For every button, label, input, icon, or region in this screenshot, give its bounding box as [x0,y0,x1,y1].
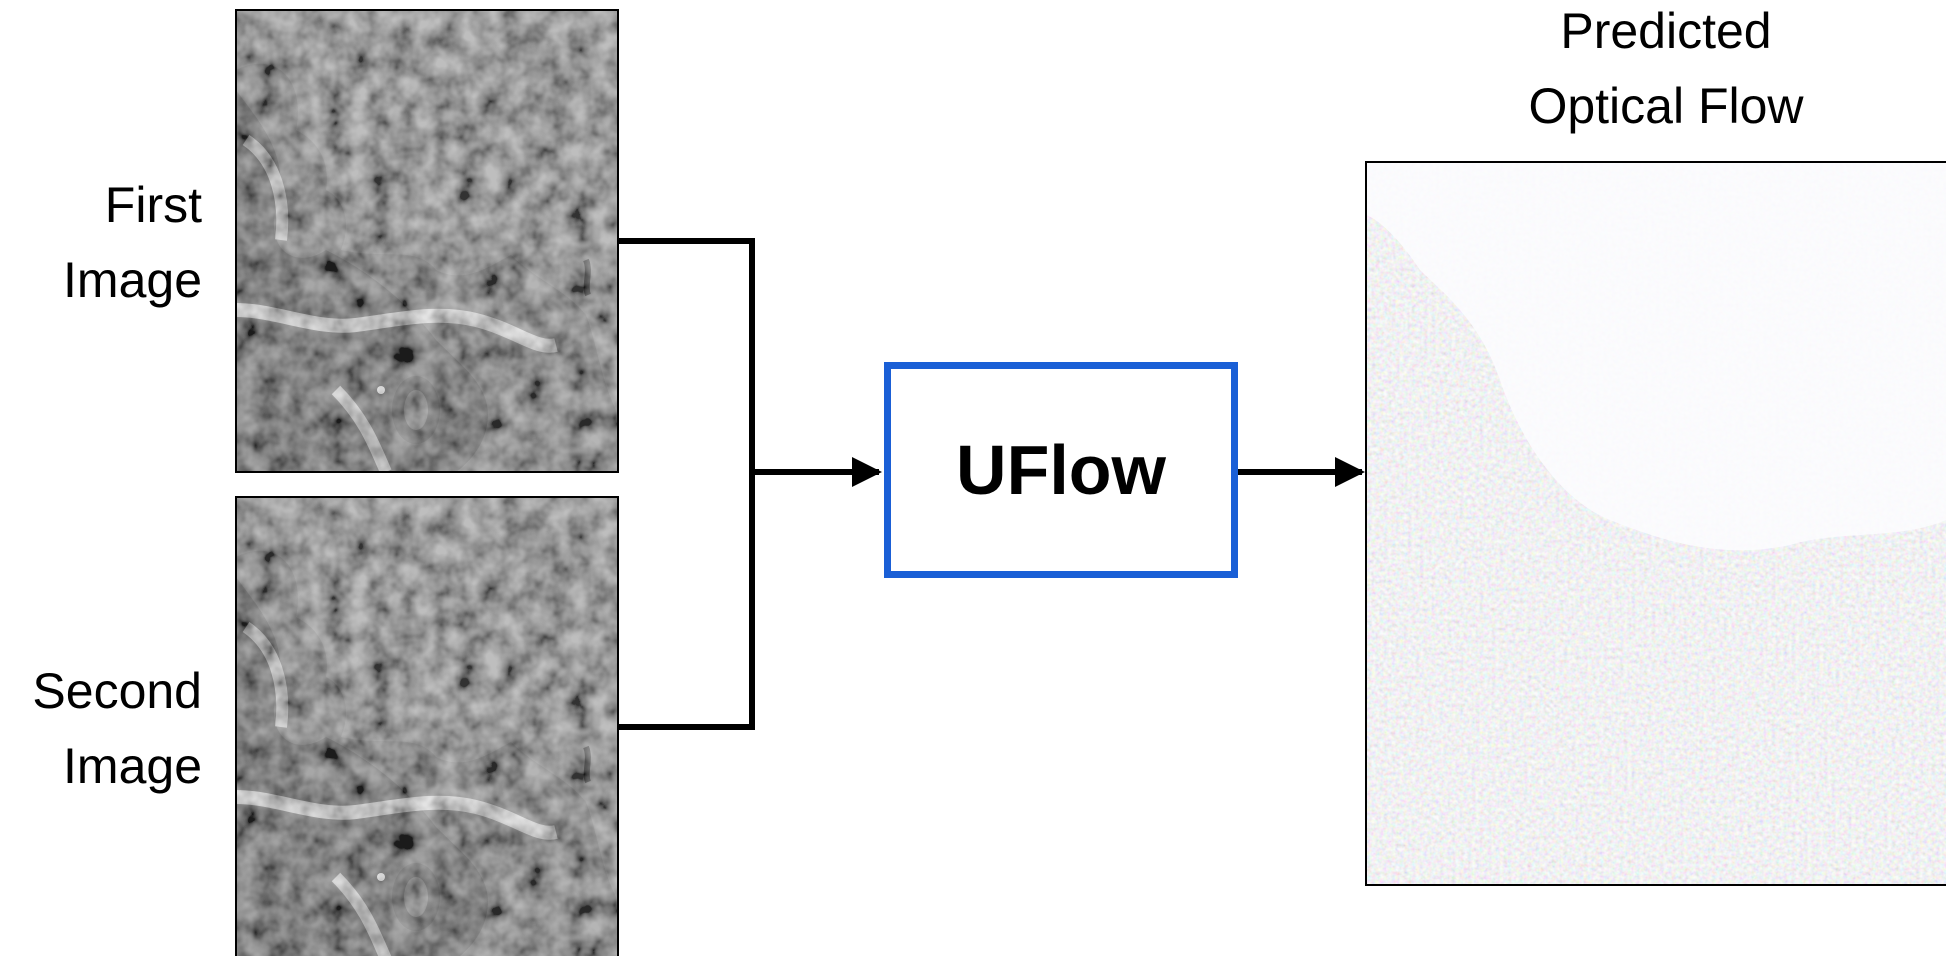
flow-image-frame [1365,161,1946,886]
flow-image [1366,162,1946,885]
uflow-model-label: UFlow [956,431,1166,509]
first-image-label: First Image [0,168,202,318]
output-title: Predicted Optical Flow [1456,0,1876,144]
second-image-label-line1: Second [32,663,202,719]
output-title-line1: Predicted [1560,3,1772,59]
output-title-line2: Optical Flow [1528,78,1804,134]
second-image-label: Second Image [0,654,202,804]
first-image [236,10,618,472]
first-image-label-line2: Image [63,252,202,308]
first-image-label-line1: First [104,177,202,233]
uflow-model-box: UFlow [884,362,1238,578]
second-image [236,497,618,956]
second-image-label-line2: Image [63,738,202,794]
connector-bracket [618,238,755,730]
second-image-frame [235,496,619,956]
